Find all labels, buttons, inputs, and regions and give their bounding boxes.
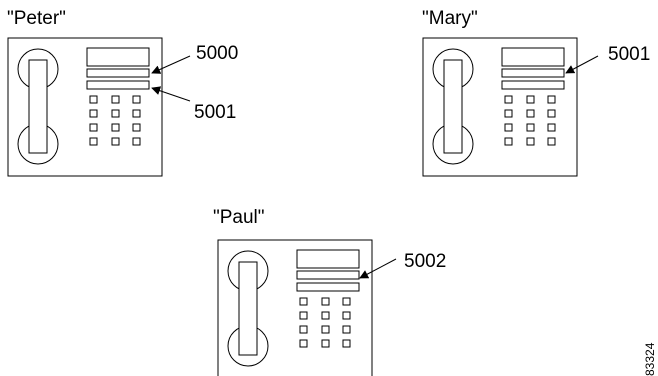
line-label-5000: 5000 — [196, 43, 238, 64]
phone-name-peter: "Peter" — [7, 8, 66, 29]
phone-name-mary: "Mary" — [422, 8, 478, 29]
line-arrow-5002 — [359, 258, 397, 279]
phone-paul: "Paul" 5002 — [213, 207, 446, 376]
line-arrow-5001-peter — [151, 86, 191, 102]
phone-icon — [217, 239, 373, 376]
phone-icon — [422, 37, 578, 177]
line-arrow-5000 — [151, 55, 191, 74]
line-label-5001-mary: 5001 — [608, 44, 650, 65]
figure-id: 83324 — [643, 342, 657, 376]
line-label-5002: 5002 — [404, 251, 446, 272]
phone-peter: "Peter" 5000 5001 — [7, 8, 238, 177]
phone-name-paul: "Paul" — [213, 207, 265, 228]
line-arrow-5001-mary — [565, 55, 599, 74]
line-label-5001-peter: 5001 — [194, 102, 236, 123]
phone-icon — [7, 37, 163, 177]
phone-mary: "Mary" 5001 — [422, 8, 650, 177]
